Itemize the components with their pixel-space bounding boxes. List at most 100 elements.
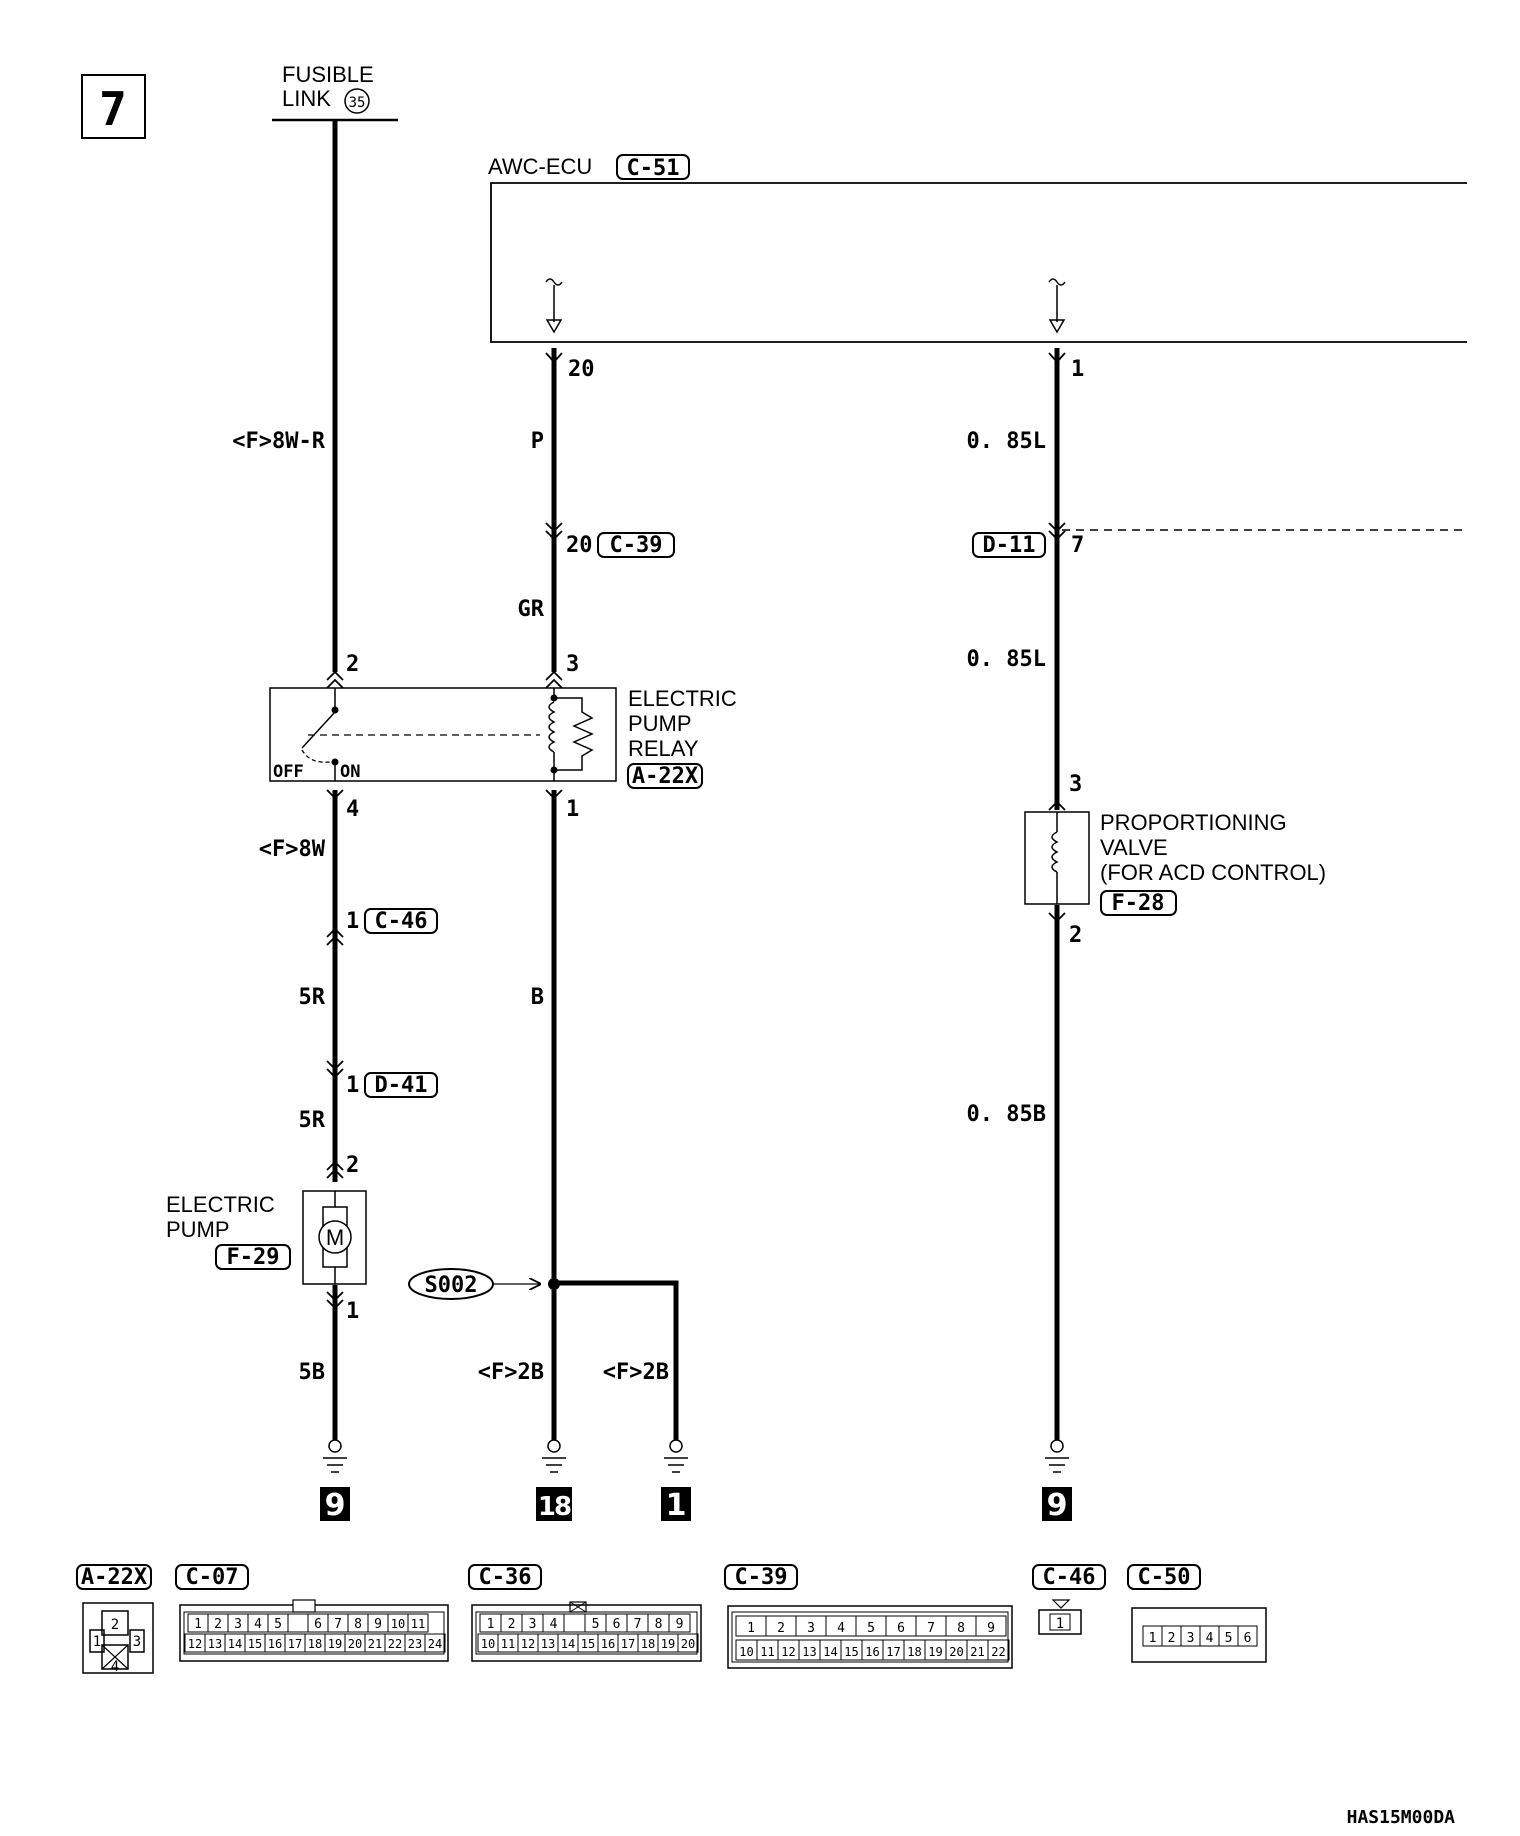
- ecu-connector: C-51: [627, 156, 680, 181]
- ecu-name: AWC-ECU: [488, 154, 592, 179]
- pin-numbers: 20 1 20 C-39 D-11 7 2 3 4 1 1 C-46 1 D-4…: [346, 357, 1084, 1324]
- wire-labels: <F>8W-R P 0. 85L GR 0. 85L <F>8W 5R B 5R…: [232, 429, 1046, 1385]
- c36-pin: 14: [561, 1637, 575, 1651]
- c07-pin: 24: [428, 1637, 442, 1651]
- c50-pin: 3: [1187, 1631, 1195, 1646]
- relay-label-1: ELECTRIC: [628, 686, 737, 711]
- c36-pin: 6: [613, 1617, 621, 1632]
- c39-pin: 19: [928, 1645, 942, 1659]
- wire-label-1: <F>8W-R: [232, 429, 325, 454]
- electric-pump: M ELECTRIC PUMP F-29: [166, 1190, 367, 1285]
- c07-pin: 1: [194, 1617, 202, 1632]
- pin-ecu-20: 20: [568, 357, 595, 382]
- c36-pin: 15: [581, 1637, 595, 1651]
- relay-label-2: PUMP: [628, 711, 692, 736]
- c36-pin: 8: [655, 1617, 663, 1632]
- c39-pin: 21: [970, 1645, 984, 1659]
- pin-valve-2: 2: [1069, 923, 1082, 948]
- c36-cell: [563, 1613, 586, 1633]
- c07-pin: 20: [348, 1637, 362, 1651]
- c39-pin: 7: [927, 1621, 935, 1636]
- pin-c39: 20: [566, 533, 593, 558]
- c07-pin: 5: [274, 1617, 282, 1632]
- valve-label-3: (FOR ACD CONTROL): [1100, 860, 1326, 885]
- connector-c07-label: C-07: [186, 1565, 239, 1590]
- page-number: 7: [81, 74, 146, 139]
- a22x-pin-3: 3: [133, 1634, 141, 1650]
- c36-cell: [677, 1633, 699, 1653]
- wire-label-11: 5B: [299, 1360, 326, 1385]
- pin-pump-2: 2: [346, 1153, 359, 1178]
- c36-pin: 3: [529, 1617, 537, 1632]
- c36-pin: 10: [481, 1637, 495, 1651]
- c36-pin: 9: [676, 1617, 684, 1632]
- c36-cell: [668, 1613, 691, 1633]
- c07-pin: 16: [268, 1637, 282, 1651]
- ground-2-number: 18: [538, 1492, 571, 1522]
- ground-1-number: 9: [325, 1488, 346, 1523]
- fusible-link-number: 35: [349, 95, 366, 111]
- c07-pin: 18: [308, 1637, 322, 1651]
- c36-pin: 19: [661, 1637, 675, 1651]
- c07-pin: 6: [314, 1617, 322, 1632]
- c36-pin: 20: [681, 1637, 695, 1651]
- wire-label-2: P: [531, 429, 544, 454]
- pump-label-1: ELECTRIC: [166, 1192, 275, 1217]
- c39-pin: 11: [760, 1645, 774, 1659]
- c07-pin: 21: [368, 1637, 382, 1651]
- pin-valve-3: 3: [1069, 772, 1082, 797]
- fusible-link: FUSIBLE LINK 35: [272, 62, 398, 122]
- c07-pin: 12: [188, 1637, 202, 1651]
- pin-d11: 7: [1071, 533, 1084, 558]
- pin-d41: 1: [346, 1073, 359, 1098]
- c07-pin: 22: [388, 1637, 402, 1651]
- c39-pin: 16: [865, 1645, 879, 1659]
- c39-pin: 17: [886, 1645, 900, 1659]
- ground-4-number: 9: [1047, 1488, 1068, 1523]
- c36-pin: 13: [541, 1637, 555, 1651]
- wire-label-13: <F>2B: [603, 1360, 669, 1385]
- c39-pin: 4: [837, 1621, 845, 1636]
- wire-label-7: 5R: [299, 985, 326, 1010]
- c36-pin: 11: [501, 1637, 515, 1651]
- c50-cell: [1237, 1625, 1258, 1647]
- c36-pin: 16: [601, 1637, 615, 1651]
- splice-label: S002: [425, 1273, 478, 1298]
- c07-cell: [287, 1613, 309, 1633]
- c36-pin: 1: [487, 1617, 495, 1632]
- fusible-link-number-circle: [344, 88, 370, 114]
- fusible-link-label-2: LINK: [282, 86, 331, 111]
- c07-pin: 13: [208, 1637, 222, 1651]
- c07-cell: [424, 1633, 446, 1653]
- ecu-internal-pin-20: [545, 278, 563, 334]
- c36-pin: 4: [550, 1617, 558, 1632]
- wire-label-9: 5R: [299, 1108, 326, 1133]
- pump-label-2: PUMP: [166, 1217, 230, 1242]
- pin-relay-2: 2: [346, 652, 359, 677]
- c07-pin: 11: [411, 1617, 425, 1631]
- c50-pin: 4: [1206, 1631, 1214, 1646]
- electric-pump-relay: OFF ON ELECTRIC PUMP RELAY A-22X: [269, 686, 737, 789]
- c07-pin: 7: [334, 1617, 342, 1632]
- relay-on: ON: [340, 762, 360, 782]
- a22x-pin-2: 2: [111, 1617, 119, 1633]
- grounds: 9 18 1 9: [320, 1439, 1072, 1523]
- c39-pin: 9: [987, 1621, 995, 1636]
- relay-off: OFF: [273, 762, 304, 782]
- c39-pin: 1: [747, 1621, 755, 1636]
- splice-s002: S002: [408, 1268, 560, 1300]
- motor-symbol: M: [326, 1225, 344, 1250]
- c36-pin: 17: [621, 1637, 635, 1651]
- ground-4: 9: [1042, 1439, 1072, 1523]
- c50-pin: 6: [1244, 1631, 1252, 1646]
- proportioning-valve: PROPORTIONING VALVE (FOR ACD CONTROL) F-…: [1024, 810, 1326, 916]
- c39-pin: 13: [802, 1645, 816, 1659]
- ground-1: 9: [320, 1439, 350, 1523]
- pin-relay-1: 1: [566, 797, 579, 822]
